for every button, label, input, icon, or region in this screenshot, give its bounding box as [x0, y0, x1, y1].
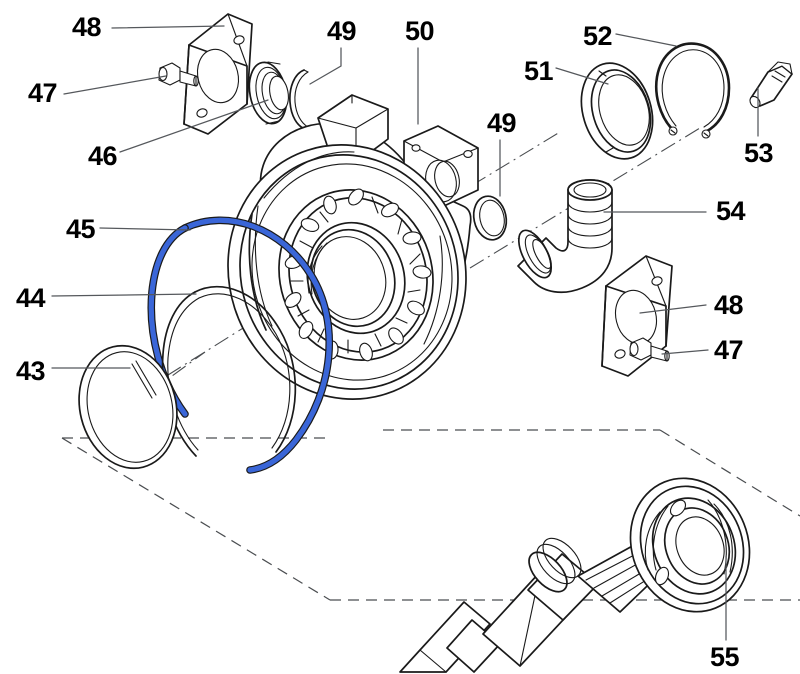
part-48-square-flange-top — [183, 13, 253, 135]
part-48-square-flange-right — [601, 255, 673, 377]
part-54-elbow-fitting — [517, 179, 613, 294]
callout-46[interactable]: 46 — [88, 141, 118, 171]
bearing-cage-separators — [290, 196, 421, 354]
part-55-shaft-bearing-assembly — [399, 477, 751, 673]
part-43-o-ring-small — [78, 344, 178, 470]
callout-43[interactable]: 43 — [16, 356, 46, 386]
callout-50[interactable]: 50 — [405, 16, 435, 46]
callout-47-left[interactable]: 47 — [28, 78, 58, 108]
part-51-seal-ring — [580, 62, 654, 160]
callout-52[interactable]: 52 — [583, 21, 613, 51]
callout-48-right[interactable]: 48 — [714, 290, 744, 320]
part-46-seal-bushing — [248, 61, 289, 125]
callout-49-top[interactable]: 49 — [327, 16, 357, 46]
part-44-o-ring-medium — [161, 285, 297, 457]
leader-lines — [51, 25, 759, 641]
callout-53[interactable]: 53 — [744, 138, 774, 168]
callout-45[interactable]: 45 — [66, 214, 96, 244]
callout-54[interactable]: 54 — [716, 196, 746, 226]
part-53-pin-bolt — [749, 61, 793, 109]
callout-47-right[interactable]: 47 — [714, 335, 744, 365]
part-47-bolt-left — [158, 62, 199, 87]
callout-44[interactable]: 44 — [16, 283, 46, 313]
part-49-snap-ring-top — [289, 69, 309, 130]
part-50-main-housing — [227, 94, 479, 400]
part-49-o-ring-mid — [472, 195, 508, 241]
callout-51[interactable]: 51 — [524, 56, 554, 86]
part-52-retaining-ring — [654, 42, 731, 139]
callout-55[interactable]: 55 — [710, 642, 740, 672]
part-47-bolt-right — [629, 337, 670, 362]
callout-49-mid[interactable]: 49 — [487, 108, 517, 138]
callout-48-top[interactable]: 48 — [72, 12, 102, 42]
